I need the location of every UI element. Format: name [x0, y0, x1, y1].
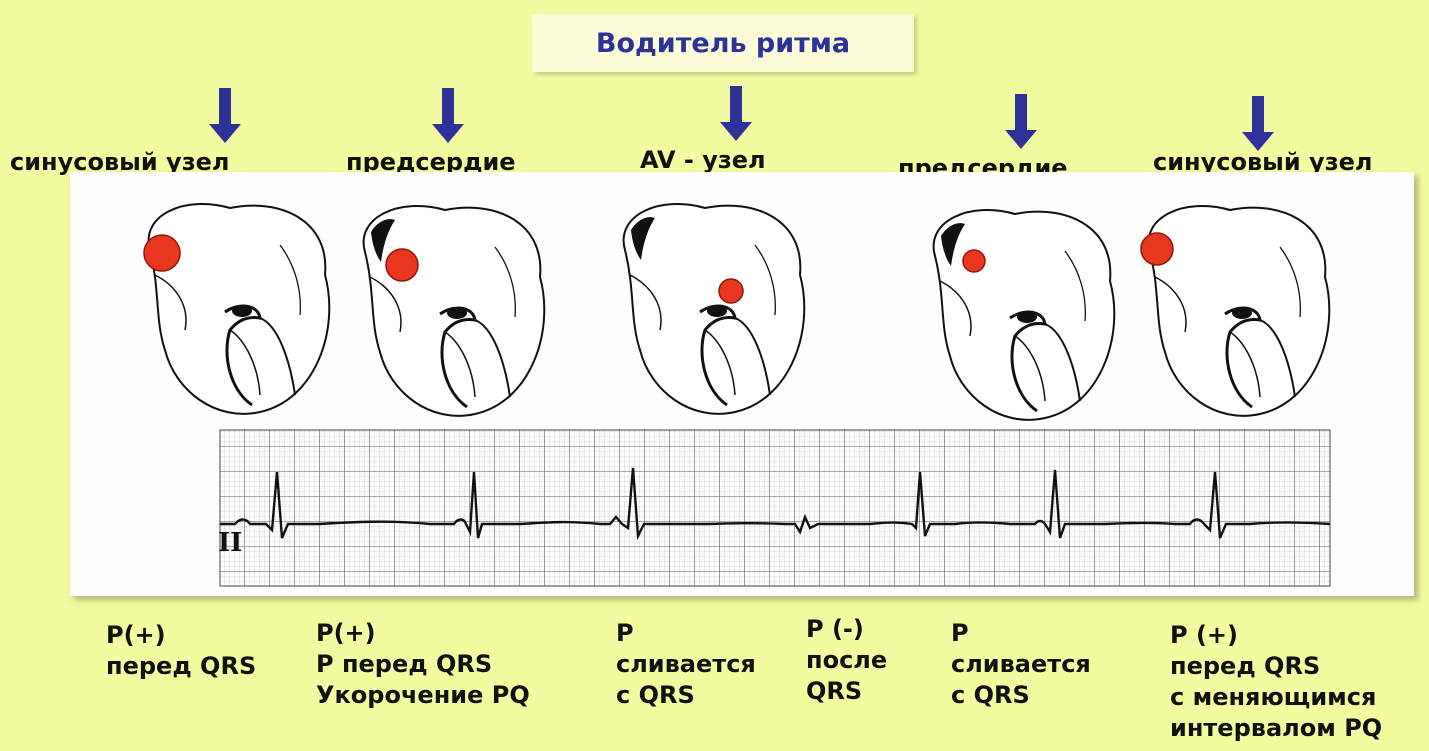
- heart-diagram: [149, 204, 330, 414]
- down-arrow-icon: [431, 88, 465, 144]
- description-3: P сливается с QRS: [616, 618, 756, 711]
- description-5: P сливается с QRS: [951, 618, 1091, 711]
- page-title: Водитель ритма: [532, 14, 914, 72]
- description-6: P (+) перед QRS с меняющимся интервалом …: [1170, 620, 1382, 744]
- heart-diagram: [1149, 206, 1330, 416]
- ecg-grid: [220, 430, 1330, 586]
- pacemaker-focus-dot: [1141, 233, 1173, 265]
- description-4: P (-) после QRS: [806, 614, 887, 707]
- description-2: P(+) P перед QRS Укорочение PQ: [316, 618, 530, 711]
- pacemaker-focus-dot: [719, 279, 743, 303]
- pacemaker-focus-dot: [963, 250, 985, 272]
- pacemaker-focus-dot: [144, 235, 180, 271]
- heart-diagram: [364, 206, 545, 416]
- illustration-panel: II: [70, 172, 1414, 596]
- pacemaker-focus-dot: [386, 249, 418, 281]
- down-arrow-icon: [208, 88, 242, 144]
- heart-diagram: [934, 210, 1115, 420]
- down-arrow-icon: [1004, 94, 1038, 150]
- hearts-ecg-figure: [70, 172, 1414, 596]
- heart-diagram: [624, 204, 805, 414]
- site-label-av-node: AV - узел: [640, 146, 766, 174]
- down-arrow-icon: [719, 86, 753, 142]
- description-1: P(+) перед QRS: [106, 620, 256, 682]
- ecg-lead-label: II: [218, 528, 242, 558]
- down-arrow-icon: [1241, 96, 1275, 152]
